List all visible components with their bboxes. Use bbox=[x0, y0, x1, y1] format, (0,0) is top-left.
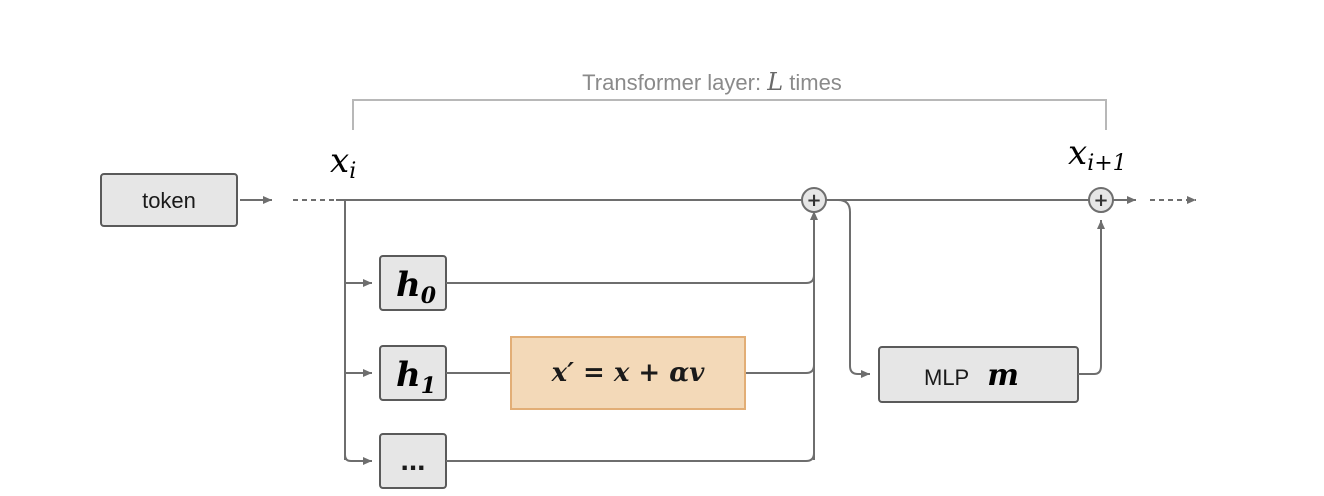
mlp-branch-line bbox=[837, 199, 870, 378]
steering-equation: x′ = x + αv bbox=[551, 358, 706, 388]
add-symbol-2: + bbox=[1093, 190, 1108, 211]
add-symbol-1: + bbox=[806, 190, 821, 211]
head-h0-label: h0 bbox=[396, 265, 437, 309]
steering-vector-box bbox=[510, 336, 746, 410]
mlp-box bbox=[878, 346, 1079, 403]
add-node-attention bbox=[801, 187, 827, 213]
token-label: token bbox=[142, 188, 196, 213]
head-h1-label: h1 bbox=[396, 355, 436, 399]
layer-caption: Transformer layer: L times bbox=[582, 68, 842, 96]
token-box bbox=[100, 173, 238, 227]
steer-output-line bbox=[745, 364, 815, 374]
more-output-line bbox=[446, 452, 815, 462]
branch-arrow-more bbox=[344, 454, 372, 465]
layer-bracket bbox=[352, 99, 1107, 130]
h0-output-line bbox=[446, 274, 815, 284]
head-more-label: ... bbox=[400, 444, 425, 477]
output-residual-label: xi+1 bbox=[1068, 133, 1127, 176]
input-residual-label: xi bbox=[330, 141, 356, 184]
mlp-output-line bbox=[1078, 220, 1105, 375]
